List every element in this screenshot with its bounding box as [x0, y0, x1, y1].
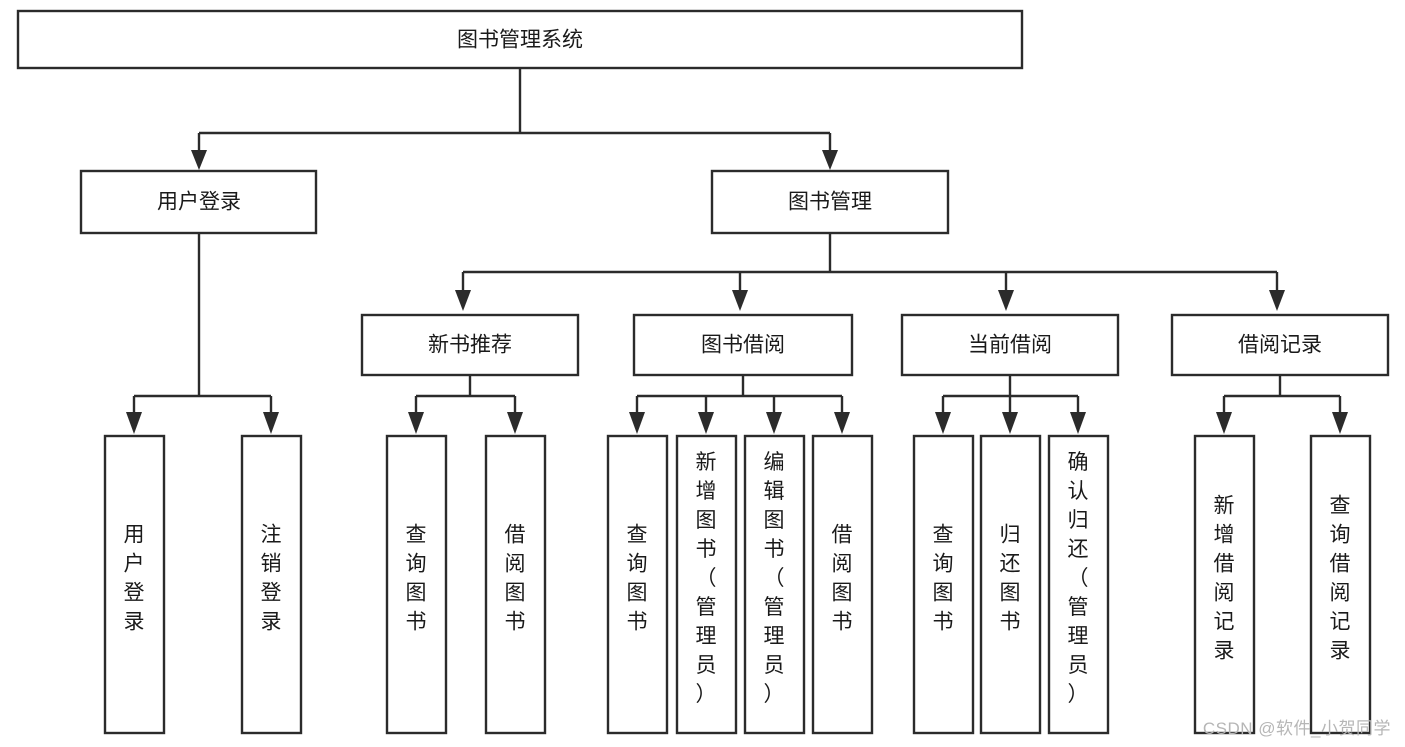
leaf-node-borrow-record-1[interactable]: 查询借阅记录: [1309, 434, 1372, 735]
leaf-node-current-borrow-2[interactable]: 确认归还（管理员）: [1047, 434, 1110, 735]
node-user-login[interactable]: 用户登录: [79, 169, 318, 235]
leaf-node-current-borrow-2-label: 确认归还（管理员）: [1068, 451, 1089, 706]
leaf-node-user-login-0-box[interactable]: [103, 434, 166, 735]
arrow-head-leaf-book-borrow-2: [766, 412, 782, 434]
leaf-node-book-borrow-2-box[interactable]: [743, 434, 806, 735]
node-new-book-recommend[interactable]: 新书推荐: [360, 313, 580, 377]
leaf-node-current-borrow-2-box[interactable]: [1047, 434, 1110, 735]
leaf-node-book-borrow-2[interactable]: 编辑图书（管理员）: [743, 434, 806, 735]
leaf-node-book-borrow-0-label: 查询图书: [627, 524, 648, 634]
arrow-head-borrow-record: [1269, 290, 1285, 311]
leaf-node-current-borrow-0-box[interactable]: [912, 434, 975, 735]
leaf-node-book-borrow-1-box[interactable]: [675, 434, 738, 735]
leaf-node-new-book-recommend-0-box[interactable]: [385, 434, 448, 735]
connector-group-root: [191, 68, 838, 170]
leaf-node-user-login-0-label: 用户登录: [124, 524, 145, 634]
leaf-node-book-borrow-0-box[interactable]: [606, 434, 669, 735]
node-current-borrow[interactable]: 当前借阅: [900, 313, 1120, 377]
leaf-node-user-login-0[interactable]: 用户登录: [103, 434, 166, 735]
leaf-node-user-login-1[interactable]: 注销登录: [240, 434, 303, 735]
node-book-borrow-label: 图书借阅: [701, 334, 785, 357]
node-current-borrow-label: 当前借阅: [968, 334, 1052, 357]
arrow-head-book-manage: [822, 150, 838, 170]
node-user-login-box[interactable]: [79, 169, 318, 235]
leaf-node-borrow-record-0[interactable]: 新增借阅记录: [1193, 434, 1256, 735]
connector-group-borrow-record: [1216, 375, 1348, 434]
node-book-management-box[interactable]: [710, 169, 950, 235]
node-root-system-label: 图书管理系统: [457, 29, 583, 52]
connector-group-user-login: [126, 233, 279, 434]
leaf-node-book-borrow-3-box[interactable]: [811, 434, 874, 735]
arrow-head-book-borrow: [732, 290, 748, 311]
node-book-management[interactable]: 图书管理: [710, 169, 950, 235]
arrow-head-new-book-recommend: [455, 290, 471, 311]
arrow-head-current-borrow: [998, 290, 1014, 311]
leaf-node-current-borrow-0-label: 查询图书: [933, 524, 954, 634]
leaf-node-current-borrow-1[interactable]: 归还图书: [979, 434, 1042, 735]
connector-group-current-borrow: [935, 375, 1086, 434]
arrow-head-leaf-borrow-record-0: [1216, 412, 1232, 434]
leaf-node-book-borrow-2-label: 编辑图书（管理员）: [764, 451, 785, 706]
connector-group-book-borrow: [629, 375, 850, 434]
leaf-node-borrow-record-0-box[interactable]: [1193, 434, 1256, 735]
leaf-node-book-borrow-3-label: 借阅图书: [832, 524, 853, 634]
leaf-node-borrow-record-1-box[interactable]: [1309, 434, 1372, 735]
leaf-node-book-borrow-0[interactable]: 查询图书: [606, 434, 669, 735]
node-new-book-recommend-box[interactable]: [360, 313, 580, 377]
arrow-head-user-login: [191, 150, 207, 170]
leaf-node-new-book-recommend-1[interactable]: 借阅图书: [484, 434, 547, 735]
leaf-node-new-book-recommend-0-label: 查询图书: [406, 524, 427, 634]
leaf-node-user-login-1-box[interactable]: [240, 434, 303, 735]
node-root-system[interactable]: 图书管理系统: [16, 9, 1024, 70]
arrow-head-leaf-current-borrow-1: [1002, 412, 1018, 434]
node-borrow-record[interactable]: 借阅记录: [1170, 313, 1390, 377]
leaf-node-borrow-record-0-label: 新增借阅记录: [1214, 495, 1235, 663]
node-new-book-recommend-label: 新书推荐: [428, 334, 512, 357]
node-book-borrow-box[interactable]: [632, 313, 854, 377]
arrow-head-leaf-new-book-0: [408, 412, 424, 434]
leaf-node-book-borrow-3[interactable]: 借阅图书: [811, 434, 874, 735]
leaf-node-new-book-recommend-0[interactable]: 查询图书: [385, 434, 448, 735]
arrow-head-leaf-user-login-1: [263, 412, 279, 434]
node-borrow-record-label: 借阅记录: [1238, 334, 1322, 357]
leaf-node-new-book-recommend-1-box[interactable]: [484, 434, 547, 735]
connector-group-book-manage: [455, 233, 1285, 311]
arrow-head-leaf-book-borrow-1: [698, 412, 714, 434]
leaf-node-current-borrow-1-box[interactable]: [979, 434, 1042, 735]
arrow-head-leaf-new-book-1: [507, 412, 523, 434]
leaf-node-current-borrow-1-label: 归还图书: [1000, 524, 1021, 634]
leaf-node-book-borrow-1-label: 新增图书（管理员）: [696, 451, 717, 706]
arrow-head-leaf-borrow-record-1: [1332, 412, 1348, 434]
leaf-node-user-login-1-label: 注销登录: [261, 524, 282, 634]
node-current-borrow-box[interactable]: [900, 313, 1120, 377]
connector-group-new-book-recommend: [408, 375, 523, 434]
leaf-node-borrow-record-1-label: 查询借阅记录: [1330, 495, 1351, 663]
node-book-management-label: 图书管理: [788, 191, 872, 214]
arrow-head-leaf-book-borrow-0: [629, 412, 645, 434]
arrow-head-leaf-user-login-0: [126, 412, 142, 434]
leaf-node-current-borrow-0[interactable]: 查询图书: [912, 434, 975, 735]
arrow-head-leaf-current-borrow-2: [1070, 412, 1086, 434]
node-user-login-label: 用户登录: [157, 191, 241, 214]
node-root-system-box[interactable]: [16, 9, 1024, 70]
node-borrow-record-box[interactable]: [1170, 313, 1390, 377]
leaf-node-book-borrow-1[interactable]: 新增图书（管理员）: [675, 434, 738, 735]
leaf-node-new-book-recommend-1-label: 借阅图书: [505, 524, 526, 634]
node-book-borrow[interactable]: 图书借阅: [632, 313, 854, 377]
arrow-head-leaf-current-borrow-0: [935, 412, 951, 434]
arrow-head-leaf-book-borrow-3: [834, 412, 850, 434]
